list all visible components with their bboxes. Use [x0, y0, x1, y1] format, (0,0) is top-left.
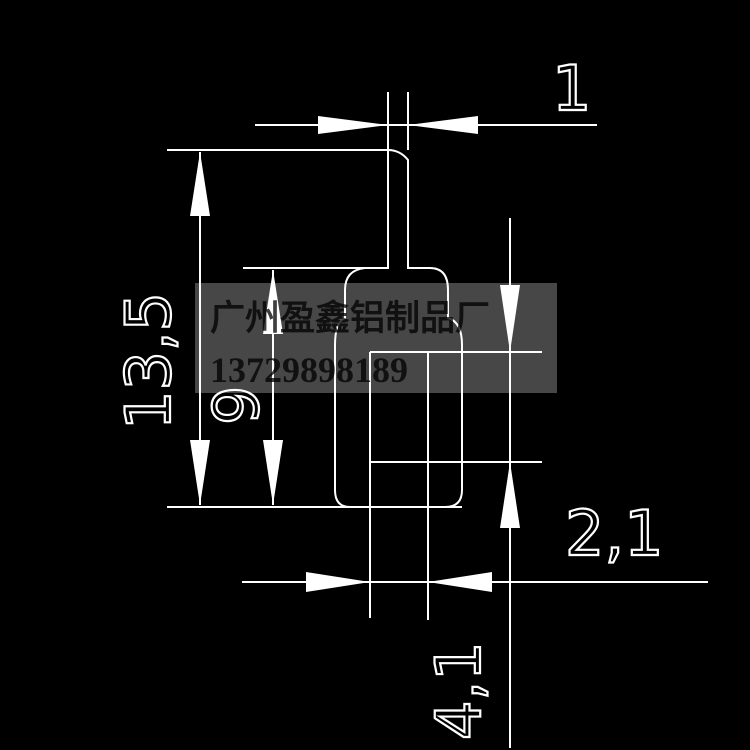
dimension-arrows — [190, 116, 520, 592]
arrow-right — [306, 572, 370, 592]
arrow-left — [408, 116, 478, 134]
watermark-background — [195, 283, 557, 393]
arrow-right — [318, 116, 388, 134]
dim-label-width-top: 1 — [552, 52, 591, 125]
arrow-up — [500, 462, 520, 528]
watermark: 广州盈鑫铝制品厂 13729898189 — [195, 283, 557, 393]
arrow-up — [263, 270, 283, 334]
dim-label-height-total: 13,5 — [112, 292, 185, 430]
arrow-up — [190, 152, 210, 216]
profile-outer-edge — [243, 149, 463, 508]
watermark-company: 广州盈鑫铝制品厂 — [210, 298, 490, 339]
arrow-down — [263, 440, 283, 505]
arrow-left — [428, 572, 492, 592]
dim-label-height-inner: 9 — [200, 386, 273, 425]
arrow-down — [190, 440, 210, 505]
dim-label-width-right: 2,1 — [565, 497, 664, 570]
arrow-down — [500, 285, 520, 352]
dim-label-width-bottom: 4,1 — [422, 641, 495, 740]
watermark-phone: 13729898189 — [210, 350, 408, 390]
